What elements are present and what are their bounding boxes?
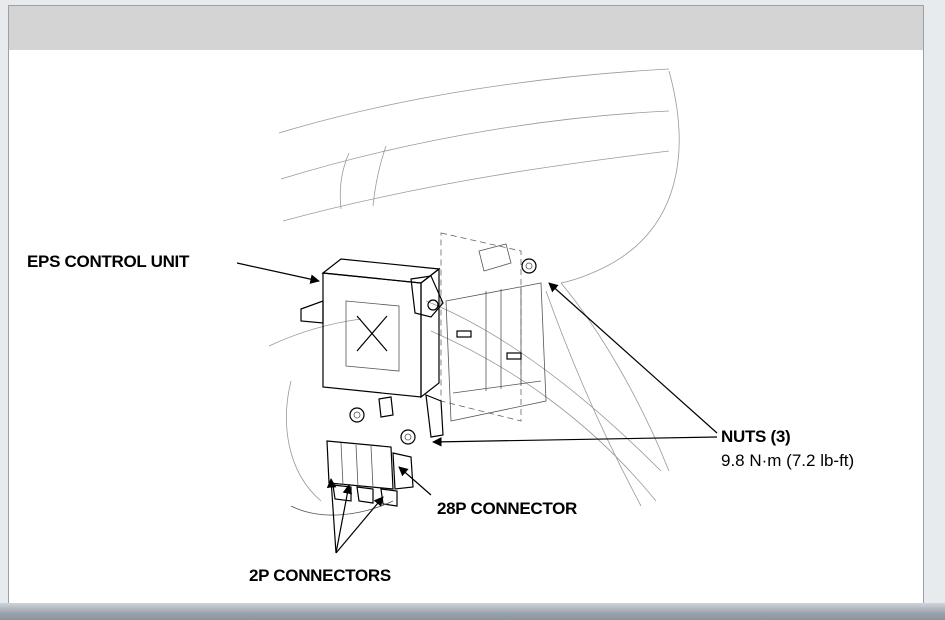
eps-control-unit-label: EPS CONTROL UNIT (27, 252, 190, 271)
nuts (349, 258, 537, 445)
bottom-strip (0, 603, 945, 620)
header-bar (9, 6, 923, 50)
leader-lines (236, 262, 718, 554)
connectors-2p-label: 2P CONNECTORS (249, 566, 391, 585)
nuts-torque-label: 9.8 N·m (7.2 lb-ft) (721, 451, 854, 470)
eps-installation-diagram: EPS CONTROL UNIT NUTS (3) 9.8 N·m (7.2 l… (27, 68, 854, 585)
connectors (286, 380, 414, 516)
dashboard-outline (268, 68, 680, 507)
connector-28p-label: 28P CONNECTOR (437, 499, 577, 518)
eps-control-unit (300, 258, 444, 438)
diagram-frame: EPS CONTROL UNIT NUTS (3) 9.8 N·m (7.2 l… (8, 5, 924, 605)
mounting-bracket (440, 232, 547, 422)
nuts-label: NUTS (3) (721, 427, 790, 446)
